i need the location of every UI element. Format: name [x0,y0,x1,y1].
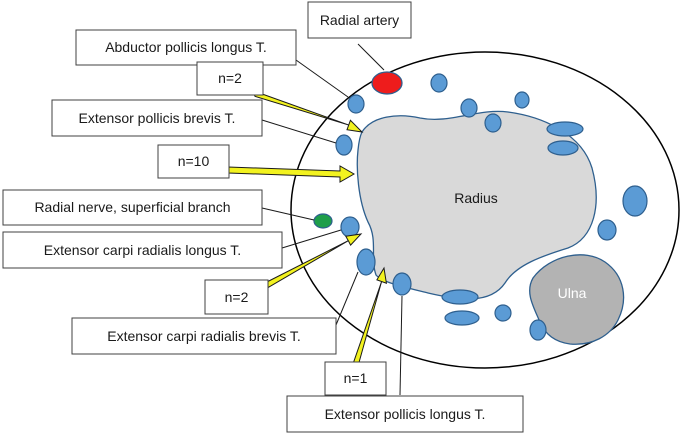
leader-ecrl [281,229,342,249]
arrow-epb [227,165,356,183]
label-text: Abductor pollicis longus T. [105,39,267,55]
arrows [227,89,388,372]
count-box-3: n=2 [204,279,269,315]
label-text: Extensor pollicis longus T. [325,406,486,422]
leader-radial-artery [357,43,385,71]
tendon [460,98,478,118]
tendon [494,304,512,322]
arrow-ecrl [256,233,363,293]
count-text: n=10 [178,153,210,169]
tendon [622,185,648,217]
count-box-1: n=2 [196,61,264,96]
radial-artery [371,71,403,95]
label-epb: Extensor pollicis brevis T. [51,99,263,137]
tendon [597,219,617,241]
count-text: n=2 [225,289,249,305]
label-ecrl: Extensor carpi radialis longus T. [2,231,283,269]
tendon-apl [347,94,365,114]
tendon [546,121,584,137]
tendon [514,91,530,109]
leader-epb [261,119,337,144]
tendon [441,289,479,305]
leader-epl [399,295,403,396]
tendons [335,73,648,341]
tendon-ecrb [356,248,376,276]
label-text: Extensor pollicis brevis T. [79,110,236,126]
tendon-ecrl [340,216,360,238]
label-text: Radial artery [320,12,399,28]
tendon [547,140,579,156]
count-box-2: n=10 [157,144,230,179]
label-radial-artery: Radial artery [307,1,412,39]
radial-nerve-dot [313,213,333,229]
label-text: Extensor carpi radialis brevis T. [107,328,300,344]
tendon-epl [392,272,412,296]
label-radial-nerve: Radial nerve, superficial branch [2,189,263,226]
leader-lines [261,43,403,396]
tendon [484,113,502,133]
count-text: n=2 [218,70,242,86]
leader-ecrb [335,271,359,326]
label-text: Radial nerve, superficial branch [34,199,230,215]
tendon [529,319,547,341]
label-epl: Extensor pollicis longus T. [286,395,524,433]
label-apl: Abductor pollicis longus T. [75,29,297,66]
tendon-epb [335,134,353,156]
tendon [444,310,480,326]
label-text: Extensor carpi radialis longus T. [44,242,241,258]
count-text: n=1 [344,370,368,386]
radius-label: Radius [454,190,498,206]
count-box-4: n=1 [324,361,387,396]
radius-bone [356,110,597,300]
ulna-label: Ulna [558,285,587,301]
label-ecrb: Extensor carpi radialis brevis T. [71,317,337,355]
leader-apl [295,59,349,98]
tendon [430,73,448,93]
leader-radial-nerve [261,207,315,221]
arrow-apl [252,89,364,133]
arrow-epl [350,266,388,372]
